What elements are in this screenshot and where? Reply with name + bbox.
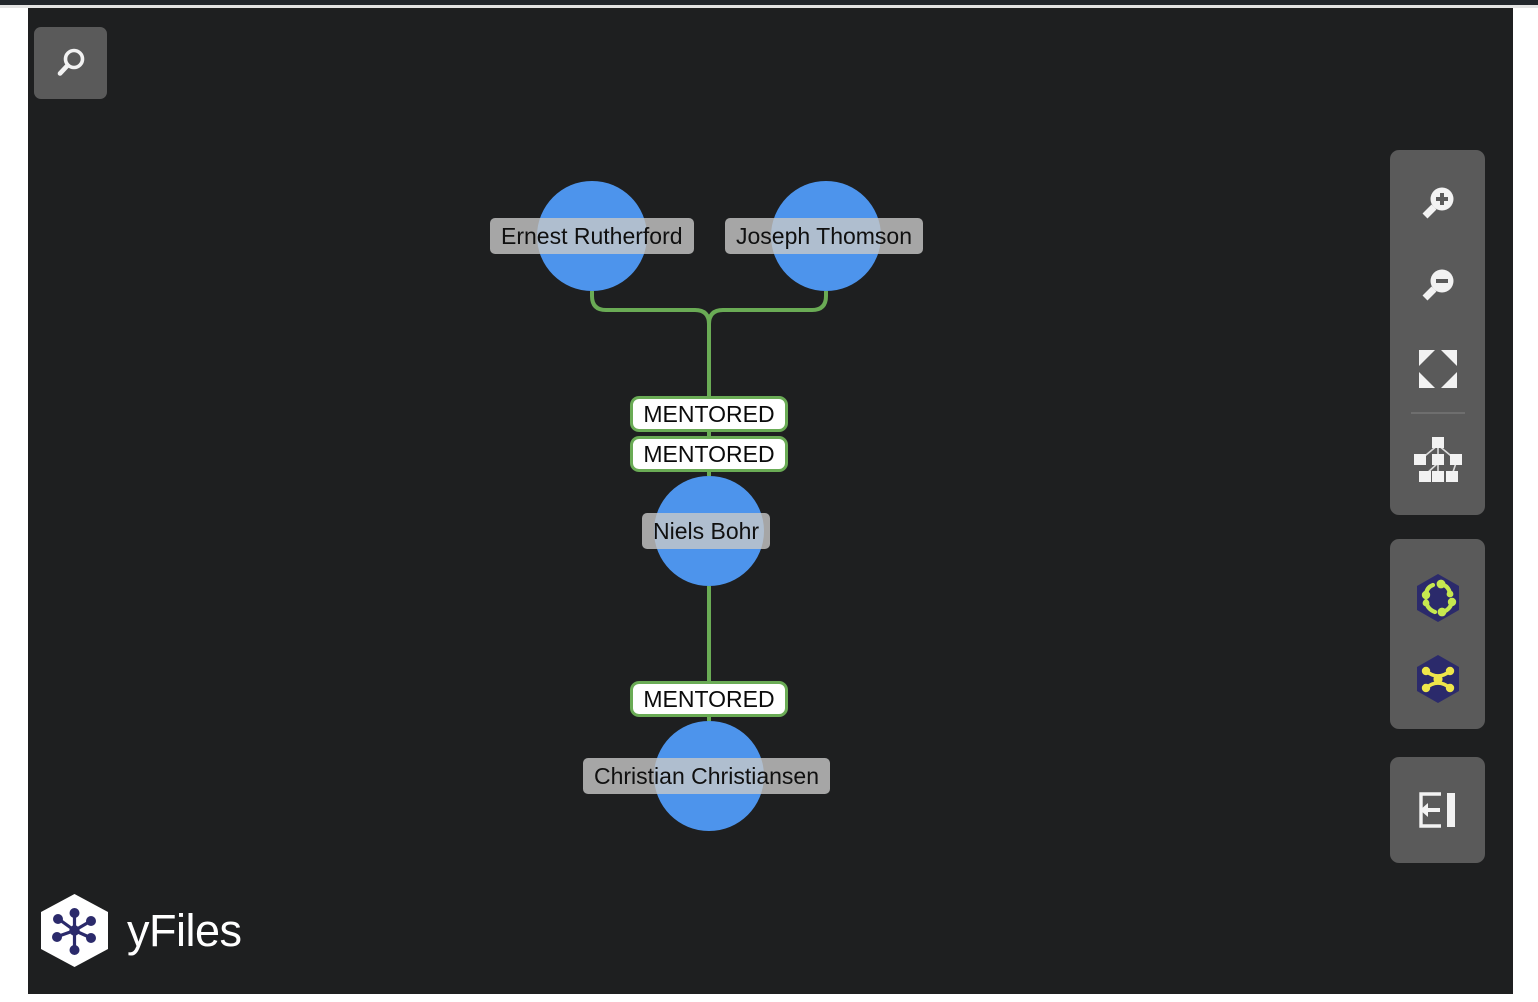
edge-label-mentored[interactable]: MENTORED: [630, 396, 788, 432]
fit-content-icon: [1418, 350, 1457, 388]
search-button[interactable]: [34, 27, 107, 99]
yfiles-wordmark: yFiles: [127, 904, 242, 956]
yfiles-logo-icon: [41, 894, 108, 967]
yfiles-logo: yFiles: [37, 893, 242, 968]
neighborhood-view-button[interactable]: [1390, 557, 1485, 638]
zoom-out-button[interactable]: [1390, 246, 1485, 328]
window-titlebar-divider: [0, 5, 1538, 8]
zoom-out-icon: [1422, 269, 1453, 301]
collapse-panel-left-icon: [1418, 792, 1455, 828]
schema-view-button[interactable]: [1390, 638, 1485, 719]
node-label-niels-bohr[interactable]: Niels Bohr: [642, 513, 771, 549]
node-label-joseph-thomson[interactable]: Joseph Thomson: [725, 218, 924, 254]
toolbar-divider: [1410, 412, 1465, 414]
graph-canvas[interactable]: MENTORED MENTORED MENTORED Ernest Ruther…: [28, 8, 1513, 994]
zoom-in-icon: [1422, 187, 1453, 219]
node-label-christian-christiansen[interactable]: Christian Christiansen: [583, 758, 830, 794]
graph-edge[interactable]: [707, 291, 828, 476]
zoom-in-button[interactable]: [1390, 164, 1485, 246]
edge-label-mentored[interactable]: MENTORED: [630, 436, 788, 472]
window-titlebar: [0, 0, 1538, 5]
plugin-toolbar: [1390, 539, 1485, 729]
hierarchic-layout-icon: [1413, 437, 1462, 482]
neo4j-graph-hexagon-icon: [1416, 573, 1459, 622]
fit-content-button[interactable]: [1390, 328, 1485, 410]
node-label-ernest-rutherford[interactable]: Ernest Rutherford: [490, 218, 694, 254]
edge-label-mentored[interactable]: MENTORED: [630, 681, 788, 717]
layout-button[interactable]: [1390, 418, 1485, 500]
graph-edges-layer: [590, 291, 828, 721]
collapse-toolbar: [1390, 757, 1485, 863]
search-icon: [57, 48, 84, 76]
zoom-toolbar: [1390, 150, 1485, 515]
collapse-panel-button[interactable]: [1390, 770, 1485, 851]
neo4j-schema-hexagon-icon: [1416, 654, 1459, 703]
